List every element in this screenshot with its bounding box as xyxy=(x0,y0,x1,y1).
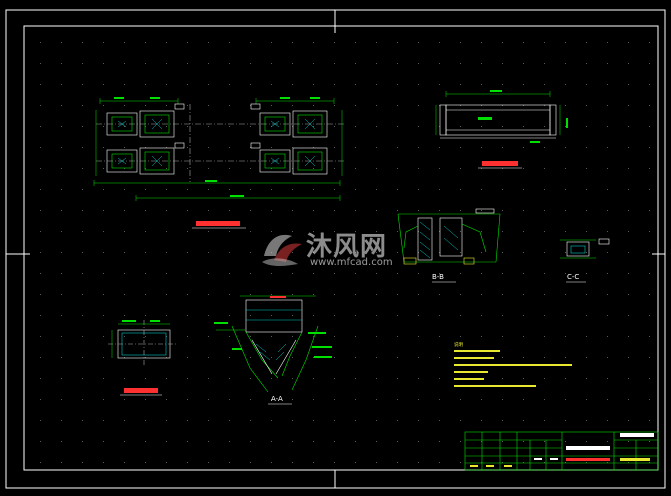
plan-layout xyxy=(96,104,345,182)
red-view-label-2 xyxy=(482,161,518,166)
watermark: 沐风网 www.mfcad.com xyxy=(258,226,418,272)
watermark-url: www.mfcad.com xyxy=(310,257,393,268)
plan-tag-box xyxy=(250,142,261,149)
plan-tag-box xyxy=(174,142,185,149)
section-b-b xyxy=(397,213,501,263)
notes-lines xyxy=(454,350,572,387)
plan-tag-box xyxy=(250,103,261,110)
elevation-view xyxy=(439,104,557,139)
section-label-b-b: B-B xyxy=(432,273,444,281)
mf-logo-icon xyxy=(262,234,302,266)
elevation-dimensions xyxy=(435,91,561,135)
title-block xyxy=(464,431,659,471)
section-label-a-a: A-A xyxy=(271,395,283,403)
section-c-c xyxy=(560,239,596,259)
plan-tag-box xyxy=(174,103,185,110)
inner-frame xyxy=(23,25,659,471)
section-label-c-c: C-C xyxy=(567,273,580,281)
plan-dimensions xyxy=(93,98,343,201)
notes-title: 说明 xyxy=(454,343,463,348)
small-plan-view xyxy=(108,320,178,366)
grid-dots xyxy=(40,42,650,463)
red-view-label-1 xyxy=(196,221,240,226)
red-view-label-4 xyxy=(566,458,610,461)
watermark-text: 沐风网 xyxy=(306,232,388,262)
section-a-a xyxy=(216,295,319,393)
red-view-label-3 xyxy=(124,388,158,393)
